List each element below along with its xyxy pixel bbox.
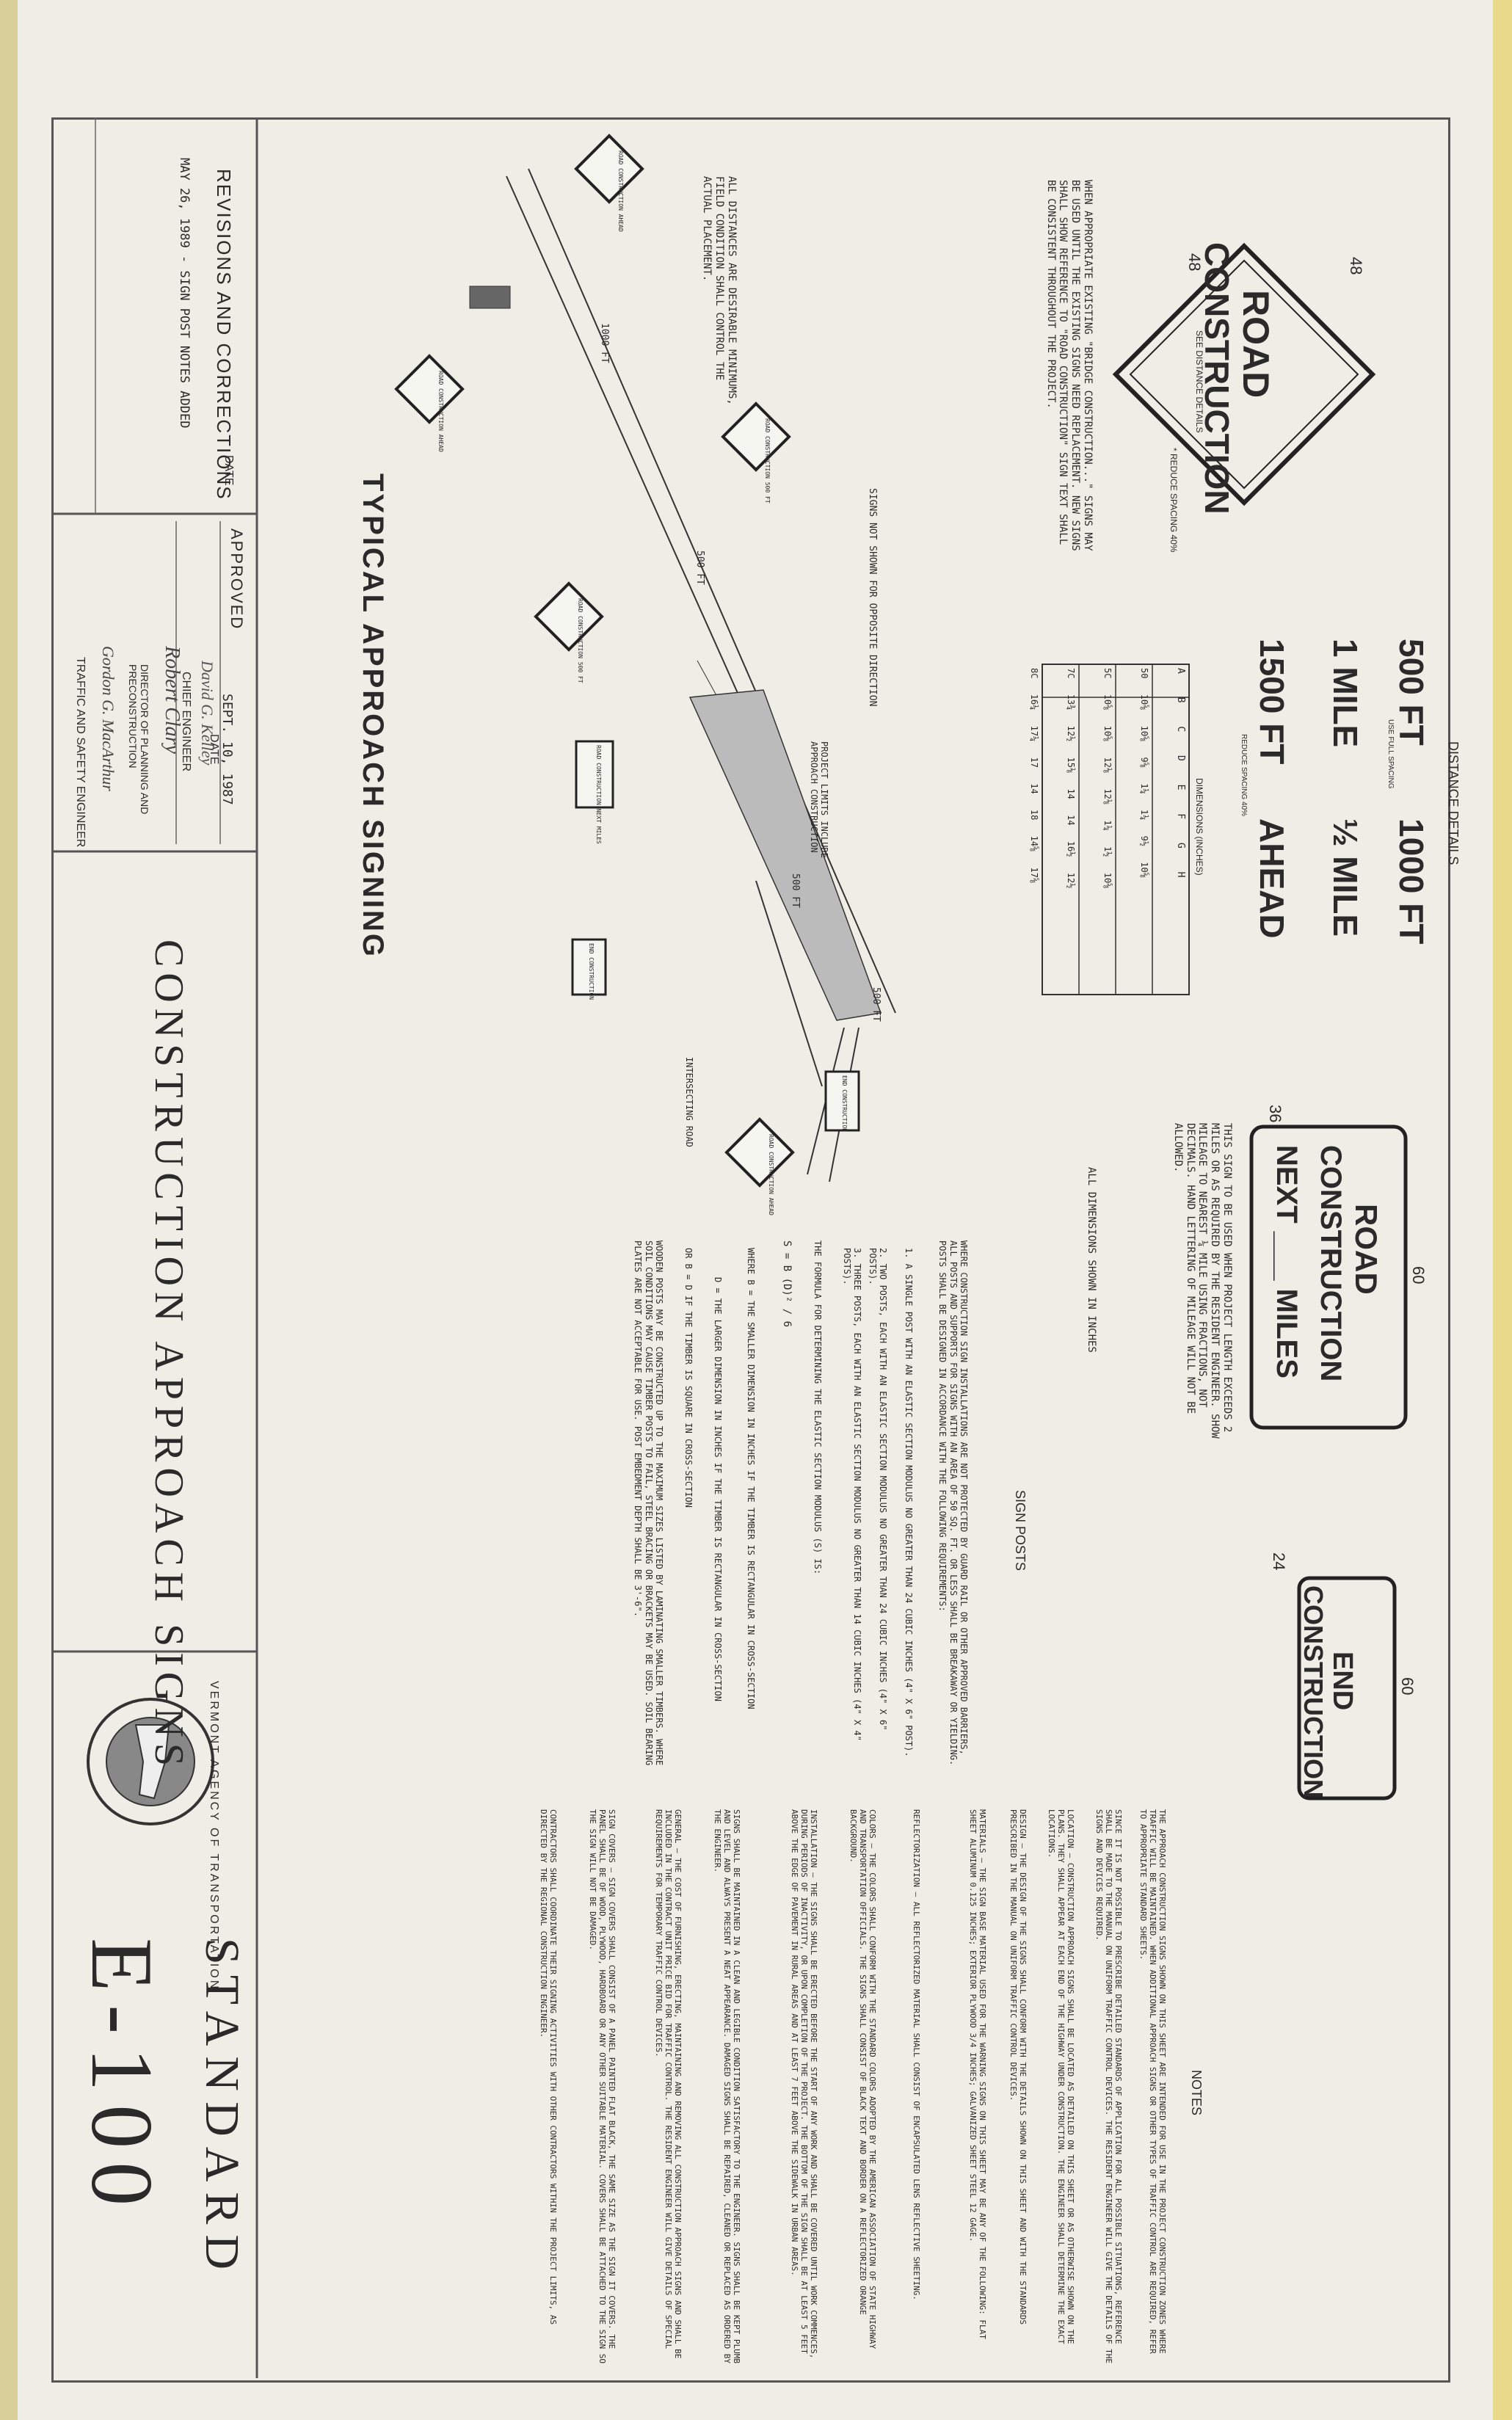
all-dimensions-inches: ALL DIMENSIONS SHOWN IN INCHES — [1086, 1167, 1097, 1353]
approach-distance-500c: 500 FT — [871, 987, 882, 1022]
next-sign-line3: NEXT ___ MILES — [1271, 1145, 1303, 1378]
signature-chief-engineer: David G. Kelley — [198, 661, 217, 766]
approach-small-signs — [394, 134, 860, 1188]
signature-traffic-engineer: Gordon G. MacArthur — [99, 646, 117, 791]
road-sign-note: WHEN APPROPRIATE EXISTING "BRIDGE CONSTR… — [1044, 180, 1094, 551]
next-sign-line2: CONSTRUCTION — [1315, 1145, 1347, 1382]
approach-sign-label-1: ROAD CONSTRUCTION AHEAD — [617, 150, 624, 232]
dimensions-table-row-1: 50 10⅝ 10⅝ 9⅝ 1¼ 1¼ 9½ 10⅝ — [1139, 668, 1149, 878]
distance-500ft: 500 FT — [1392, 639, 1431, 746]
road-sign-see-distance: SEE DISTANCE DETAILS — [1194, 330, 1204, 433]
dimensions-table-row-2: 5C 10⅝ 10⅝ 12⅛ 12⅛ 1¼ 1½ 10⅝ — [1102, 668, 1113, 889]
approach-road-drawing — [469, 168, 896, 1182]
approach-sign-label-3: ROAD CONSTRUCTION 500 FT — [764, 418, 771, 504]
sign-posts-wood: WOODEN POSTS MAY BE CONSTRUCTED UP TO TH… — [633, 1240, 664, 1766]
distance-1500ft: 1500 FT — [1253, 639, 1291, 765]
end-construction-sign-outline — [1297, 1576, 1397, 1801]
revisions-date-header: DATE — [222, 455, 235, 486]
sign-posts-formula: S = B (D)² / 6 — [781, 1240, 793, 1328]
revisions-header: REVISIONS AND CORRECTIONS — [213, 169, 235, 501]
approach-intersecting-road: INTERSECTING ROAD — [684, 1057, 694, 1147]
notes-title: NOTES — [1189, 2070, 1204, 2116]
road-sign-width: 48 — [1347, 257, 1365, 275]
next-sign-height: 36 — [1266, 1105, 1284, 1123]
next-miles-sign-outline — [1249, 1124, 1408, 1430]
notes-p7: COLORS — THE COLORS SHALL CONFORM WITH T… — [848, 1809, 877, 2350]
drawing-border — [51, 117, 1450, 2383]
revision-entry: MAY 26, 1989 - SIGN POST NOTES ADDED — [177, 158, 192, 429]
approach-opposite-note: SIGNS NOT SHOWN FOR OPPOSITE DIRECTION — [867, 488, 878, 707]
end-sign-width: 60 — [1398, 1677, 1417, 1696]
distance-half-mile: ½ MILE — [1326, 818, 1364, 937]
road-sign-height: 48 — [1185, 253, 1204, 272]
notes-p1: THE APPROACH CONSTRUCTION SIGNS SHOWN ON… — [1138, 1809, 1167, 2354]
dimensions-table-row-3: 7C 13¾ 12½ 15⅛ 14 14 16½ 12½ — [1066, 668, 1076, 889]
approach-sign-label-6: END CONSTRUCTION — [588, 943, 595, 1000]
notes-p6: REFLECTORIZATION — ALL REFLECTORIZED MAT… — [912, 1809, 921, 2300]
approach-project-limits: PROJECT LIMITS INCLUDE APPROACH CONSTRUC… — [808, 741, 829, 858]
sign-posts-where3: OR B = D IF THE TIMBER IS SQUARE IN CROS… — [683, 1248, 694, 1508]
distance-reduce: REDUCE SPACING 40% — [1240, 734, 1248, 817]
approach-title: TYPICAL APPROACH SIGNING — [357, 473, 389, 959]
sheet-title: CONSTRUCTION APPROACH SIGNS — [146, 940, 192, 1772]
road-sign-reduce: * REDUCE SPACING 40% — [1168, 448, 1179, 553]
next-sign-line1: ROAD — [1349, 1204, 1384, 1295]
sign-posts-intro: WHERE CONSTRUCTION SIGN INSTALLATIONS AR… — [937, 1240, 969, 1766]
sign-posts-where: WHERE B = THE SMALLER DIMENSION IN INCHE… — [746, 1248, 756, 1709]
notes-p10: GENERAL — THE COST OF FURNISHING, ERECTI… — [653, 1809, 683, 2359]
approach-sign-label-5: ROAD CONSTRUCTION NEXT MILES — [595, 745, 602, 844]
standard-number: E-100 — [73, 1938, 171, 2220]
end-sign-line1: END — [1327, 1652, 1358, 1711]
distance-use-full: USE FULL SPACING — [1386, 719, 1395, 789]
notes-p2: SINCE IT IS NOT POSSIBLE TO PRESCRIBE DE… — [1094, 1809, 1123, 2363]
dimensions-table-row-4: 8C 16¼ 17¼ 17 14 18 14⅝ 17⅝ — [1029, 668, 1039, 884]
end-sign-height: 24 — [1270, 1552, 1288, 1571]
standard-label: STANDARD — [195, 1938, 249, 2281]
distance-ahead: AHEAD — [1253, 818, 1291, 939]
notes-p4: DESIGN — THE DESIGN OF THE SIGNS SHALL C… — [1008, 1809, 1028, 2325]
approach-sign-label-4: ROAD CONSTRUCTION 500 FT — [577, 598, 584, 683]
notes-p11: SIGN COVERS — SIGN COVERS SHALL CONSIST … — [587, 1809, 617, 2363]
distance-1000ft: 1000 FT — [1392, 818, 1431, 945]
road-sign-line1: ROAD — [1235, 290, 1276, 399]
road-construction-diamond — [1112, 242, 1376, 506]
next-sign-width: 60 — [1409, 1266, 1428, 1285]
distance-1mile: 1 MILE — [1326, 639, 1364, 748]
notes-p9: SIGNS SHALL BE MAINTAINED IN A CLEAN AND… — [712, 1809, 741, 2363]
approved-label: APPROVED — [228, 528, 246, 631]
approach-distance-500a: 500 FT — [694, 551, 705, 585]
sign-posts-title: SIGN POSTS — [1013, 1490, 1028, 1571]
signature-director: Robert Clary — [161, 646, 183, 754]
approach-sign-label-8: ROAD CONSTRUCTION AHEAD — [768, 1134, 774, 1216]
dimensions-table-title: DIMENSIONS (INCHES) — [1194, 778, 1204, 876]
approval-date: SEPT. 10, 1987 — [219, 694, 235, 805]
approach-desirable-note: ALL DISTANCES ARE DESIRABLE MINIMUMS, FI… — [701, 176, 738, 405]
approach-sign-label-2: ROAD CONSTRUCTION AHEAD — [437, 371, 444, 452]
sign-posts-item-1: 1. A SINGLE POST WITH AN ELASTIC SECTION… — [904, 1248, 914, 1757]
sign-posts-item-2: 2. TWO POSTS, EACH WITH AN ELASTIC SECTI… — [867, 1248, 888, 1731]
vtrans-seal — [87, 1698, 214, 1825]
end-sign-line2: CONSTRUCTION — [1298, 1585, 1329, 1798]
role-traffic-engineer: TRAFFIC AND SAFETY ENGINEER — [74, 657, 87, 848]
agency-name: VERMONT AGENCY OF TRANSPORTATION — [208, 1681, 220, 1991]
notes-p5: MATERIALS — THE SIGN BASE MATERIAL USED … — [967, 1809, 987, 2339]
distance-title: DISTANCE DETAILS — [1446, 741, 1461, 865]
next-sign-note: THIS SIGN TO BE USED WHEN PROJECT LENGTH… — [1171, 1123, 1233, 1439]
approach-distance-1000: 1000 FT — [599, 323, 610, 363]
approach-sign-label-7: END CONSTRUCTION — [841, 1075, 848, 1133]
left-tape — [0, 0, 18, 2420]
dimensions-table-grid — [1042, 664, 1190, 995]
dimensions-table-head: A B C D E F G H — [1175, 668, 1186, 878]
role-director: DIRECTOR OF PLANNING AND PRECONSTRUCTION — [126, 664, 150, 815]
sign-posts-formula-intro: THE FORMULA FOR DETERMINING THE ELASTIC … — [813, 1240, 823, 1575]
sign-posts-item-3: 3. THREE POSTS, EACH WITH AN ELASTIC SEC… — [841, 1248, 862, 1741]
sign-posts-where2: D = THE LARGER DIMENSION IN INCHES IF TH… — [713, 1277, 723, 1701]
right-tape — [1493, 0, 1512, 2420]
notes-p12: CONTRACTORS SHALL COORDINATE THEIR SIGNI… — [538, 1809, 558, 2325]
approach-distance-500b: 500 FT — [790, 873, 801, 908]
notes-p8: INSTALLATION — THE SIGNS SHALL BE ERECTE… — [789, 1809, 818, 2359]
notes-p3: LOCATION — CONSTRUCTION APPROACH SIGNS S… — [1046, 1809, 1075, 2344]
